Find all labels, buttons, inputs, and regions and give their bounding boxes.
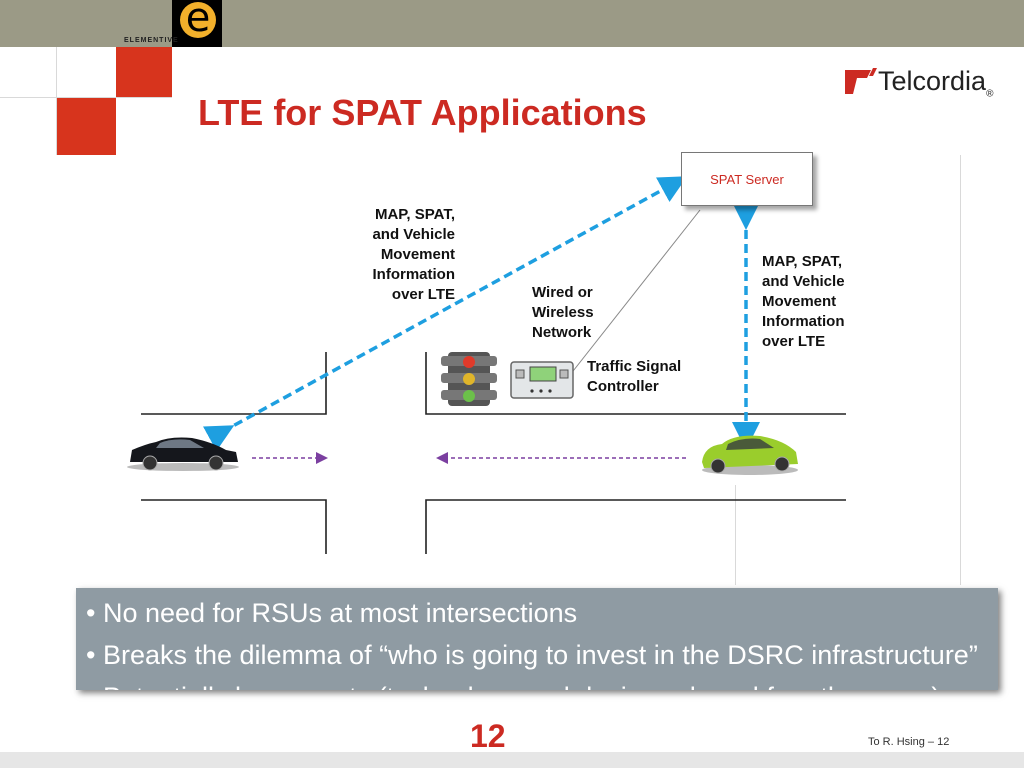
right-link-label: MAP, SPAT, and Vehicle Movement Informat… (762, 253, 845, 350)
green-car-icon (702, 435, 798, 475)
decor-grid-line (0, 97, 172, 98)
logo-wordmark: ELEMENTIVE (124, 37, 179, 44)
decor-square (116, 47, 172, 97)
network-label: Wired or Wireless Network (532, 284, 594, 341)
bullet-item: • Breaks the dilemma of “who is going to… (86, 640, 978, 670)
traffic-light-icon (441, 352, 497, 406)
page-title: LTE for SPAT Applications (198, 92, 647, 133)
decor-square (56, 97, 116, 155)
bottom-bar (0, 752, 1024, 768)
signal-controller-icon (510, 361, 574, 399)
decor-grid-line (56, 47, 57, 155)
telcordia-logo-icon (845, 68, 877, 94)
decor-grid-line (960, 155, 961, 585)
controller-label: Traffic Signal Controller (587, 358, 682, 395)
black-car-icon (127, 437, 239, 471)
decor-grid-line (735, 485, 736, 585)
brand-name: Telcordia® (878, 66, 994, 100)
bullet-item: • No need for RSUs at most intersections (86, 598, 578, 628)
spat-server-box: SPAT Server (681, 152, 813, 206)
top-bar (0, 0, 1024, 47)
page-number: 12 (470, 718, 506, 754)
bullet-item: • Potentially lower costs (technology an… (86, 682, 940, 690)
bullet-box: • No need for RSUs at most intersections… (76, 588, 998, 690)
elementive-e-icon: e (180, 0, 216, 38)
lte-link-left (202, 176, 688, 452)
footer-text: To R. Hsing – 12 (868, 736, 950, 748)
left-link-label: MAP, SPAT, and Vehicle Movement Informat… (372, 206, 455, 303)
